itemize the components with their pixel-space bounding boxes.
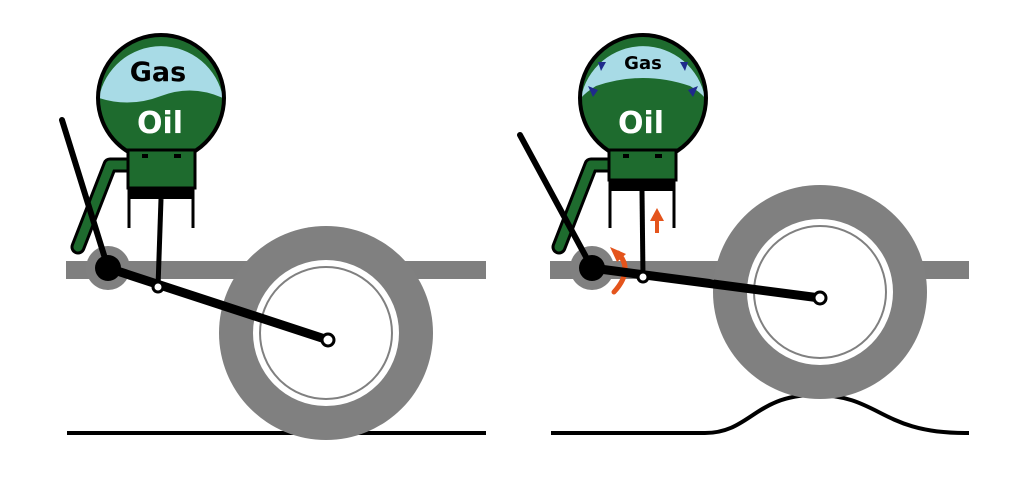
wheel-hub	[320, 332, 336, 348]
oil-label: Oil	[137, 106, 183, 141]
piston-rod	[155, 198, 164, 288]
piston-head	[610, 180, 674, 191]
lever	[59, 117, 111, 271]
road-bump	[551, 392, 969, 435]
rod-joint	[151, 280, 165, 294]
oil-label: Oil	[618, 106, 664, 141]
panel-compressed: Gas Oil	[517, 33, 969, 435]
control-arm	[587, 263, 825, 303]
lever	[517, 132, 595, 271]
up-arrow-icon	[650, 208, 664, 233]
piston-rod	[639, 190, 646, 278]
piston-head	[129, 188, 193, 199]
gas-label: Gas	[624, 53, 662, 74]
pressure-arrows	[588, 62, 698, 97]
rotation-arrowhead-icon	[610, 247, 626, 262]
control-arm	[103, 263, 333, 345]
wheel-hub	[812, 290, 828, 306]
gas-label: Gas	[130, 57, 186, 88]
accumulator-sphere	[96, 33, 226, 163]
panel-normal: Gas Oil	[59, 33, 486, 440]
rod-joint	[636, 270, 650, 284]
